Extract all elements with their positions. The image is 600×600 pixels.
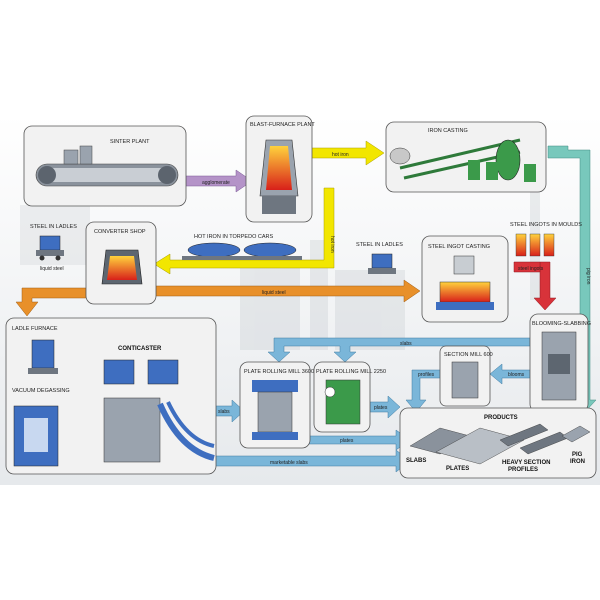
ladle-car-right (368, 253, 396, 274)
steel-ingots-moulds-title: STEEL INGOTS IN MOULDS (510, 222, 582, 228)
vacuum-degassing-equipment (13, 405, 59, 467)
plate-mill-2250-title: PLATE ROLLING MILL 2250 (316, 369, 386, 375)
steel-ingots-label: steel ingots (518, 266, 544, 272)
section-mill-title: SECTION MILL 600 (444, 352, 493, 358)
blast-furnace-vessel (259, 139, 299, 214)
blooms-label: blooms (508, 372, 525, 378)
conticaster-area-box (5, 317, 217, 475)
torpedo-cars-title: HOT IRON IN TORPEDO CARS (194, 234, 273, 240)
plates-label-mill: plates (374, 405, 388, 411)
product-pig-iron-1: PIG (572, 452, 583, 458)
slabs-label-conticaster: slabs (218, 409, 230, 415)
pig-iron-label: pig iron (585, 268, 591, 285)
plates-arrow-mill (369, 395, 401, 419)
liquid-steel-arrow-main (155, 279, 421, 303)
converter-vessel (101, 249, 143, 285)
hot-iron-label-vertical: hot iron (329, 236, 335, 253)
sinter-plant-title: SINTER PLANT (110, 139, 150, 145)
plate-mill-3600-equipment (252, 380, 298, 440)
hot-iron-label-top: hot iron (332, 152, 349, 158)
blooming-mill (541, 331, 577, 401)
agglomerate-arrow (185, 169, 253, 193)
ladle-furnace-title: LADLE FURNACE (12, 326, 58, 332)
slabs-label-top: slabs (400, 341, 412, 347)
liquid-steel-arrow-left (15, 287, 87, 317)
torpedo-cars (182, 242, 302, 260)
ladle-furnace-equipment (28, 339, 58, 374)
liquid-steel-label-left: liquid steel (40, 266, 64, 272)
profiles-arrow (405, 369, 453, 413)
section-mill-equipment (451, 361, 479, 399)
product-slabs: SLABS (406, 458, 426, 464)
product-heavy-section-1: HEAVY SECTION (502, 460, 550, 466)
conticaster-title: CONTICASTER (118, 346, 162, 352)
product-heavy-section-2: PROFILES (508, 467, 538, 473)
plate-mill-3600-title: PLATE ROLLING MILL 3600 (244, 369, 314, 375)
blooms-arrow (489, 363, 531, 385)
marketable-slabs-label: marketable slabs (270, 460, 308, 466)
vacuum-degassing-title: VACUUM DEGASSING (12, 388, 70, 394)
ladle-car-left (36, 235, 64, 261)
iron-casting-machine (389, 138, 536, 182)
products-title: PRODUCTS (484, 415, 518, 421)
steel-ingot-casting-title: STEEL INGOT CASTING (428, 244, 490, 250)
ingot-moulds (515, 233, 555, 257)
agglomerate-label: agglomerate (202, 180, 230, 186)
blast-furnace-title: BLAST-FURNACE PLANT (250, 122, 315, 128)
slabs-arrow-conticaster (215, 399, 245, 423)
steel-in-ladles-left: STEEL IN LADLES (30, 224, 77, 230)
liquid-steel-label-main: liquid steel (262, 290, 286, 296)
profiles-label: profiles (418, 372, 435, 378)
steel-in-ladles-right: STEEL IN LADLES (356, 242, 403, 248)
product-pig-iron-2: IRON (570, 459, 585, 465)
plates-label-out: plates (340, 438, 354, 444)
sinter-conveyor (35, 145, 179, 187)
converter-shop-title: CONVERTER SHOP (94, 229, 146, 235)
ingot-casting-equipment (436, 255, 494, 310)
product-items (409, 423, 591, 465)
conticaster-equipment (103, 359, 215, 463)
iron-casting-title: IRON CASTING (428, 128, 468, 134)
slabs-arrow-top (267, 337, 531, 363)
product-plates: PLATES (446, 466, 469, 472)
steel-ingots-arrow (513, 261, 541, 273)
plate-mill-2250-equipment (324, 379, 361, 425)
steel-ingots-arrow-down (533, 261, 557, 311)
blooming-slabbing-title: BLOOMING-SLABBING (532, 321, 591, 327)
